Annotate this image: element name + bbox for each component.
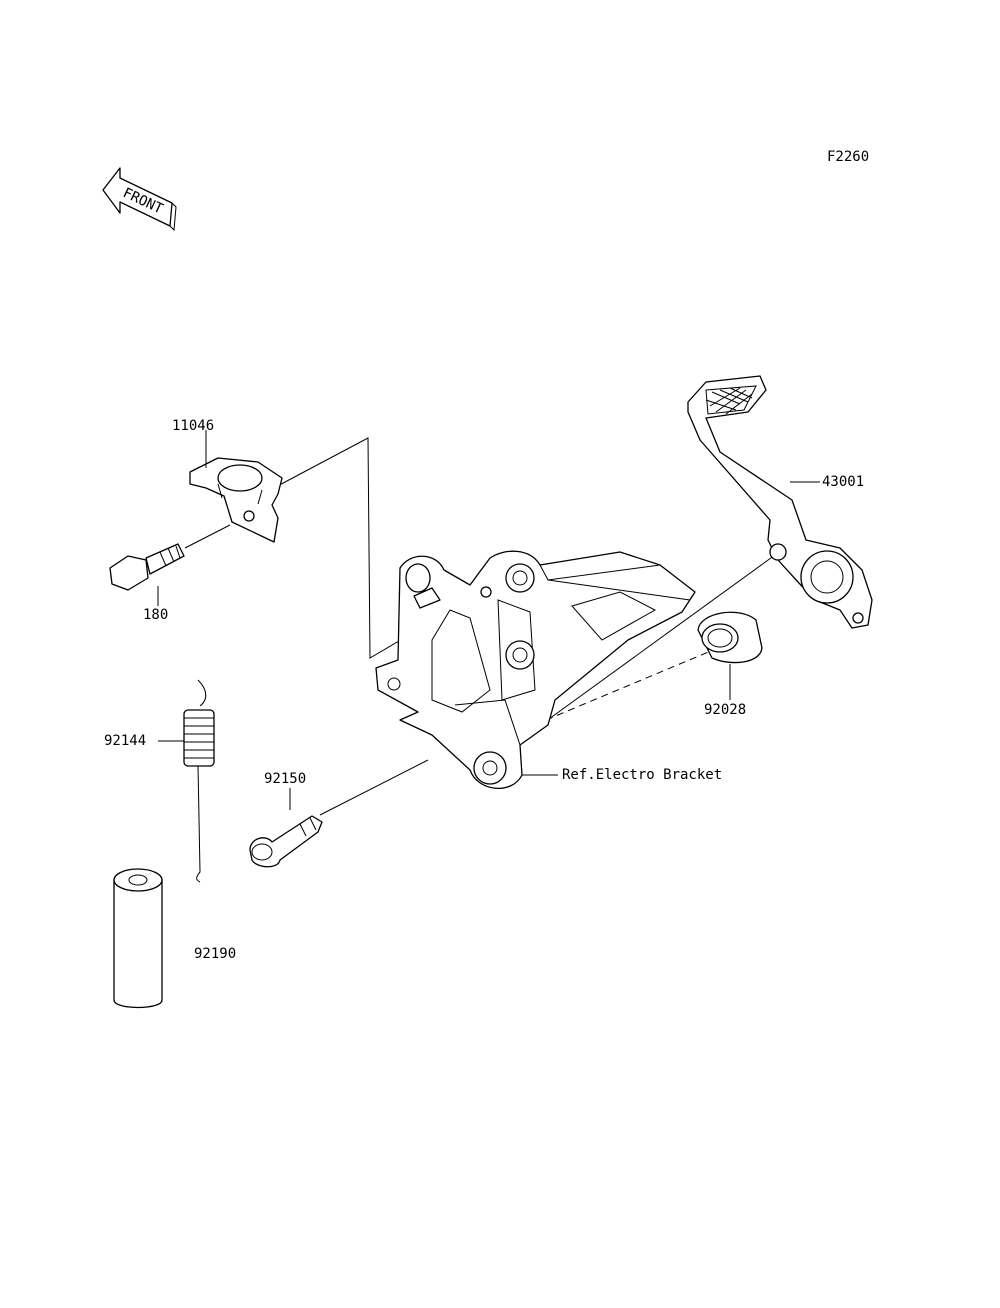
label-11046: 11046 <box>172 418 214 434</box>
label-92028: 92028 <box>704 702 746 718</box>
part-180-bolt <box>109 543 185 591</box>
label-ref-electro-bracket: Ref.Electro Bracket <box>562 767 722 783</box>
part-92190-tube <box>113 868 163 1009</box>
front-arrow-icon: FRONT <box>102 167 177 232</box>
label-180: 180 <box>143 607 168 623</box>
label-92144: 92144 <box>104 733 146 749</box>
part-92150-pivot-bolt <box>249 815 323 868</box>
label-92190: 92190 <box>194 946 236 962</box>
part-92144-spring <box>183 709 215 767</box>
part-11046-clamp <box>189 457 283 543</box>
electro-bracket <box>375 550 696 790</box>
label-43001: 43001 <box>822 474 864 490</box>
diagram-code: F2260 <box>827 149 869 165</box>
part-43001-brake-pedal <box>687 375 873 629</box>
label-92150: 92150 <box>264 771 306 787</box>
part-92028-bushing <box>697 611 763 664</box>
